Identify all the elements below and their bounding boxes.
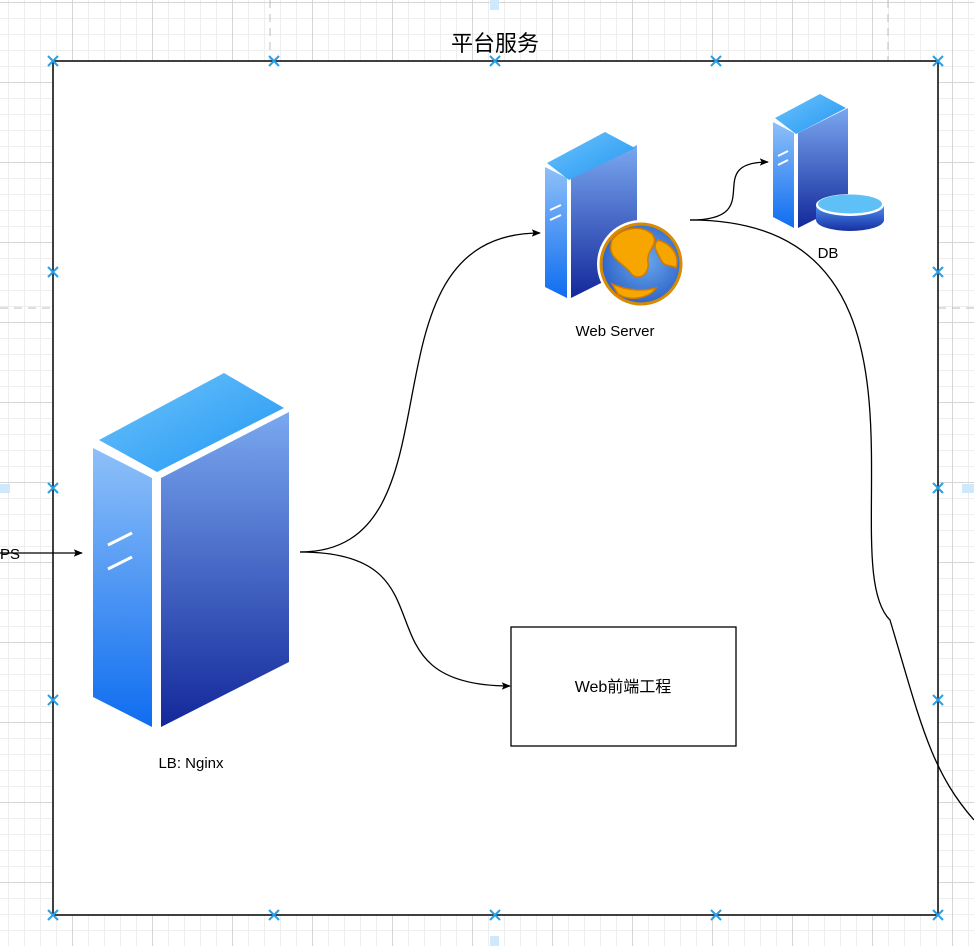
resize-handle-icon[interactable] — [932, 694, 944, 706]
resize-handle-icon[interactable] — [47, 694, 59, 706]
resize-handle-icon[interactable] — [489, 909, 501, 921]
database-server-icon — [773, 94, 884, 231]
resize-handle-icon[interactable] — [932, 55, 944, 67]
resize-handle-icon[interactable] — [268, 55, 280, 67]
lb-nginx-node[interactable]: LB: Nginx — [93, 373, 289, 772]
resize-handle-icon[interactable] — [47, 482, 59, 494]
resize-handle-icon[interactable] — [710, 55, 722, 67]
web-server-node[interactable]: Web Server — [545, 132, 685, 340]
incoming-label: PS — [0, 546, 20, 563]
frontend-label: Web前端工程 — [575, 678, 672, 696]
resize-handle-icon[interactable] — [932, 482, 944, 494]
web-server-globe-icon — [545, 132, 685, 308]
lb-nginx-label: LB: Nginx — [158, 755, 224, 772]
selection-handles[interactable] — [47, 55, 944, 921]
edge-lb-to-web-server[interactable] — [299, 229, 541, 553]
resize-handle-icon[interactable] — [47, 266, 59, 278]
resize-handle-icon[interactable] — [268, 909, 280, 921]
db-label: DB — [818, 245, 839, 262]
db-node[interactable]: DB — [773, 94, 884, 262]
resize-handle-icon[interactable] — [932, 909, 944, 921]
edge-web-server-to-offcanvas[interactable] — [689, 219, 974, 821]
guide-lines — [0, 0, 974, 309]
resize-handle-icon[interactable] — [932, 266, 944, 278]
resize-handle-icon[interactable] — [710, 909, 722, 921]
resize-handle-icon[interactable] — [47, 55, 59, 67]
edge-web-server-to-db[interactable] — [689, 158, 769, 221]
container-title: 平台服务 — [451, 31, 539, 56]
server-icon — [93, 373, 289, 727]
resize-handle-icon[interactable] — [489, 55, 501, 67]
edge-lb-to-frontend[interactable] — [299, 551, 511, 690]
web-server-label: Web Server — [576, 323, 655, 340]
frontend-box[interactable] — [510, 626, 737, 747]
frontend-node[interactable]: Web前端工程 — [510, 626, 737, 747]
resize-handle-icon[interactable] — [47, 909, 59, 921]
